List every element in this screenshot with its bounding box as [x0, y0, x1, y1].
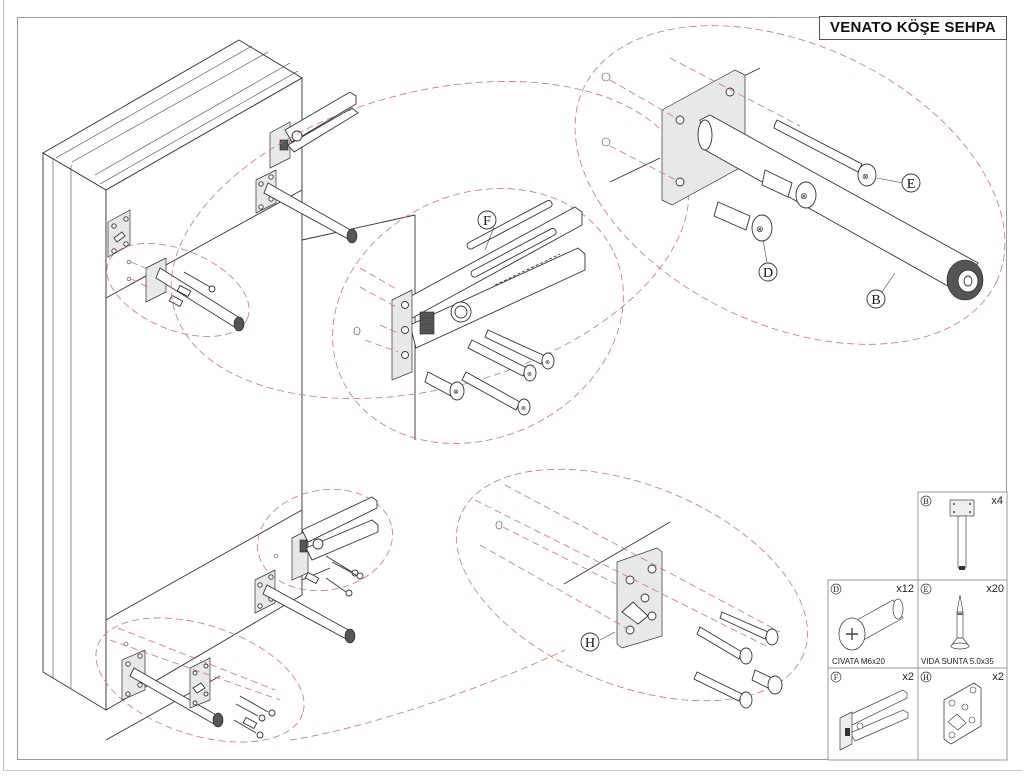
screw-e-h2	[696, 626, 753, 665]
callout-h: H	[580, 631, 616, 652]
svg-text:⊗: ⊗	[521, 406, 526, 412]
wood-screw-icon	[950, 594, 970, 650]
detail-zone-plate-h	[456, 468, 808, 702]
svg-text:⊗: ⊗	[453, 388, 459, 396]
detail-link-line	[289, 649, 566, 741]
callout-label-d: D	[763, 266, 773, 281]
svg-text:⊗: ⊗	[756, 224, 764, 234]
screw-e-f1: ⊗	[484, 329, 555, 370]
callout-f: F	[477, 210, 497, 251]
svg-text:⊗: ⊗	[800, 191, 808, 201]
callout-label-f: F	[483, 214, 491, 229]
parts-d-desc: CIVATA M6x20	[832, 657, 885, 666]
parts-e-qty: x20	[986, 583, 1004, 595]
callout-label-b: B	[871, 293, 880, 308]
parts-b-qty: x4	[991, 495, 1003, 507]
bracket-f-detail: ⊗ ⊗ ⊗ ⊗	[353, 200, 586, 416]
bolt-d-detail-2: ⊗	[713, 201, 773, 242]
screw-e-f2: ⊗	[467, 339, 537, 382]
bracket-f-lower	[273, 496, 379, 597]
parts-h-id: H	[923, 673, 929, 682]
document-title: VENATO KÖŞE SEHPA	[819, 16, 1007, 40]
parts-e-id: E	[924, 585, 929, 594]
plate-h-detail	[474, 484, 783, 709]
screw-e-h1	[719, 611, 779, 646]
screw-e-h3	[693, 671, 753, 709]
callout-e: E	[876, 173, 921, 193]
callout-d: D	[758, 239, 778, 282]
parts-b: B x4	[920, 495, 1003, 570]
drawing-frame	[17, 17, 1007, 760]
screw-e-f3: ⊗	[461, 371, 531, 416]
parts-b-id: B	[923, 497, 928, 506]
leg-small-upper	[126, 257, 245, 332]
parts-list: B x4 D x12	[827, 491, 1008, 761]
detail-zone-leg-small	[106, 243, 250, 337]
leg-upper-mid	[255, 169, 358, 244]
callout-label-h: H	[585, 636, 595, 651]
svg-text:⊗: ⊗	[527, 372, 532, 378]
leg-b-detail	[601, 57, 984, 301]
detail-zone-bracket-f	[332, 188, 624, 444]
parts-h-qty: x2	[992, 671, 1004, 683]
table-leg-icon	[949, 499, 975, 570]
callout-label-e: E	[907, 177, 916, 192]
detail-zone-bracket-lower	[257, 488, 393, 592]
corner-bracket-icon	[839, 689, 909, 751]
detail-zone-leg	[574, 25, 1006, 345]
svg-text:⊗: ⊗	[545, 360, 550, 366]
parts-d: D x12 CIVATA M6x20	[830, 583, 914, 666]
leg-lower-mid	[254, 569, 356, 644]
screw-e-detail: ⊗	[773, 119, 877, 187]
parts-e-desc: VIDA SUNTA 5.0x35	[921, 657, 994, 666]
bracket-f-upper-small	[269, 91, 359, 169]
bolt-d-h	[751, 669, 783, 695]
bolt-d-f: ⊗	[424, 371, 465, 401]
mounted-plate-h-top	[107, 209, 131, 258]
bolt-icon	[838, 598, 904, 651]
parts-f-id: F	[834, 673, 839, 682]
mounting-plate-icon	[943, 682, 982, 745]
parts-f-qty: x2	[902, 671, 914, 683]
callout-b: B	[866, 272, 896, 309]
lower-left-assembly	[109, 627, 281, 739]
parts-h: H x2	[920, 671, 1004, 745]
svg-text:⊗: ⊗	[862, 172, 869, 181]
parts-d-qty: x12	[896, 583, 914, 595]
detail-zone-lower-left	[95, 617, 305, 743]
bolt-d-detail-1: ⊗	[761, 169, 817, 209]
parts-d-id: D	[833, 585, 839, 594]
parts-e: E x20 VIDA SUNTA 5.0x35	[920, 583, 1004, 666]
parts-f: F x2	[830, 671, 914, 751]
side-panel	[42, 39, 303, 711]
page-border	[3, 0, 1022, 771]
